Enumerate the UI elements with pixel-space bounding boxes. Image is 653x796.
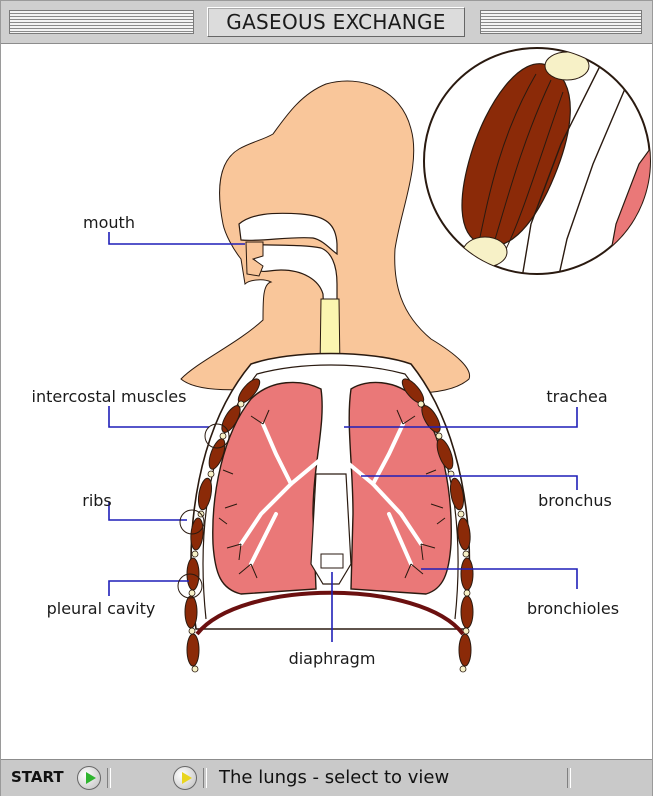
label-mouth[interactable]: mouth (83, 213, 135, 232)
start-play-icon[interactable] (77, 766, 101, 790)
divider (567, 768, 571, 788)
label-trachea[interactable]: trachea (546, 387, 607, 406)
view-play-icon[interactable] (173, 766, 197, 790)
right-grip (480, 10, 642, 34)
ribs-leader (109, 502, 187, 520)
label-bronchus[interactable]: bronchus (538, 491, 612, 510)
label-diaphragm[interactable]: diaphragm (289, 649, 376, 668)
respiratory-system-diagram[interactable]: mouth intercostal muscles ribs pleural c… (1, 44, 652, 758)
label-ribs[interactable]: ribs (82, 491, 112, 510)
title-bar: GASEOUS EXCHANGE (1, 1, 652, 44)
control-bar: START The lungs - select to view (1, 759, 652, 796)
label-bronchioles[interactable]: bronchioles (527, 599, 619, 618)
left-grip (9, 10, 194, 34)
mouth-leader (109, 232, 245, 244)
zoom-inset[interactable] (424, 48, 652, 284)
sternum-base (321, 554, 343, 568)
divider (107, 768, 111, 788)
zoom-bone-top (545, 52, 589, 80)
pleural-leader (109, 581, 189, 596)
divider (203, 768, 207, 788)
intercostal-leader (109, 406, 209, 427)
label-intercostal-muscles[interactable]: intercostal muscles (32, 387, 187, 406)
status-text: The lungs - select to view (219, 767, 449, 788)
label-pleural-cavity[interactable]: pleural cavity (47, 599, 156, 618)
start-label[interactable]: START (11, 768, 64, 786)
page-title: GASEOUS EXCHANGE (226, 10, 445, 34)
title-box: GASEOUS EXCHANGE (207, 7, 465, 37)
